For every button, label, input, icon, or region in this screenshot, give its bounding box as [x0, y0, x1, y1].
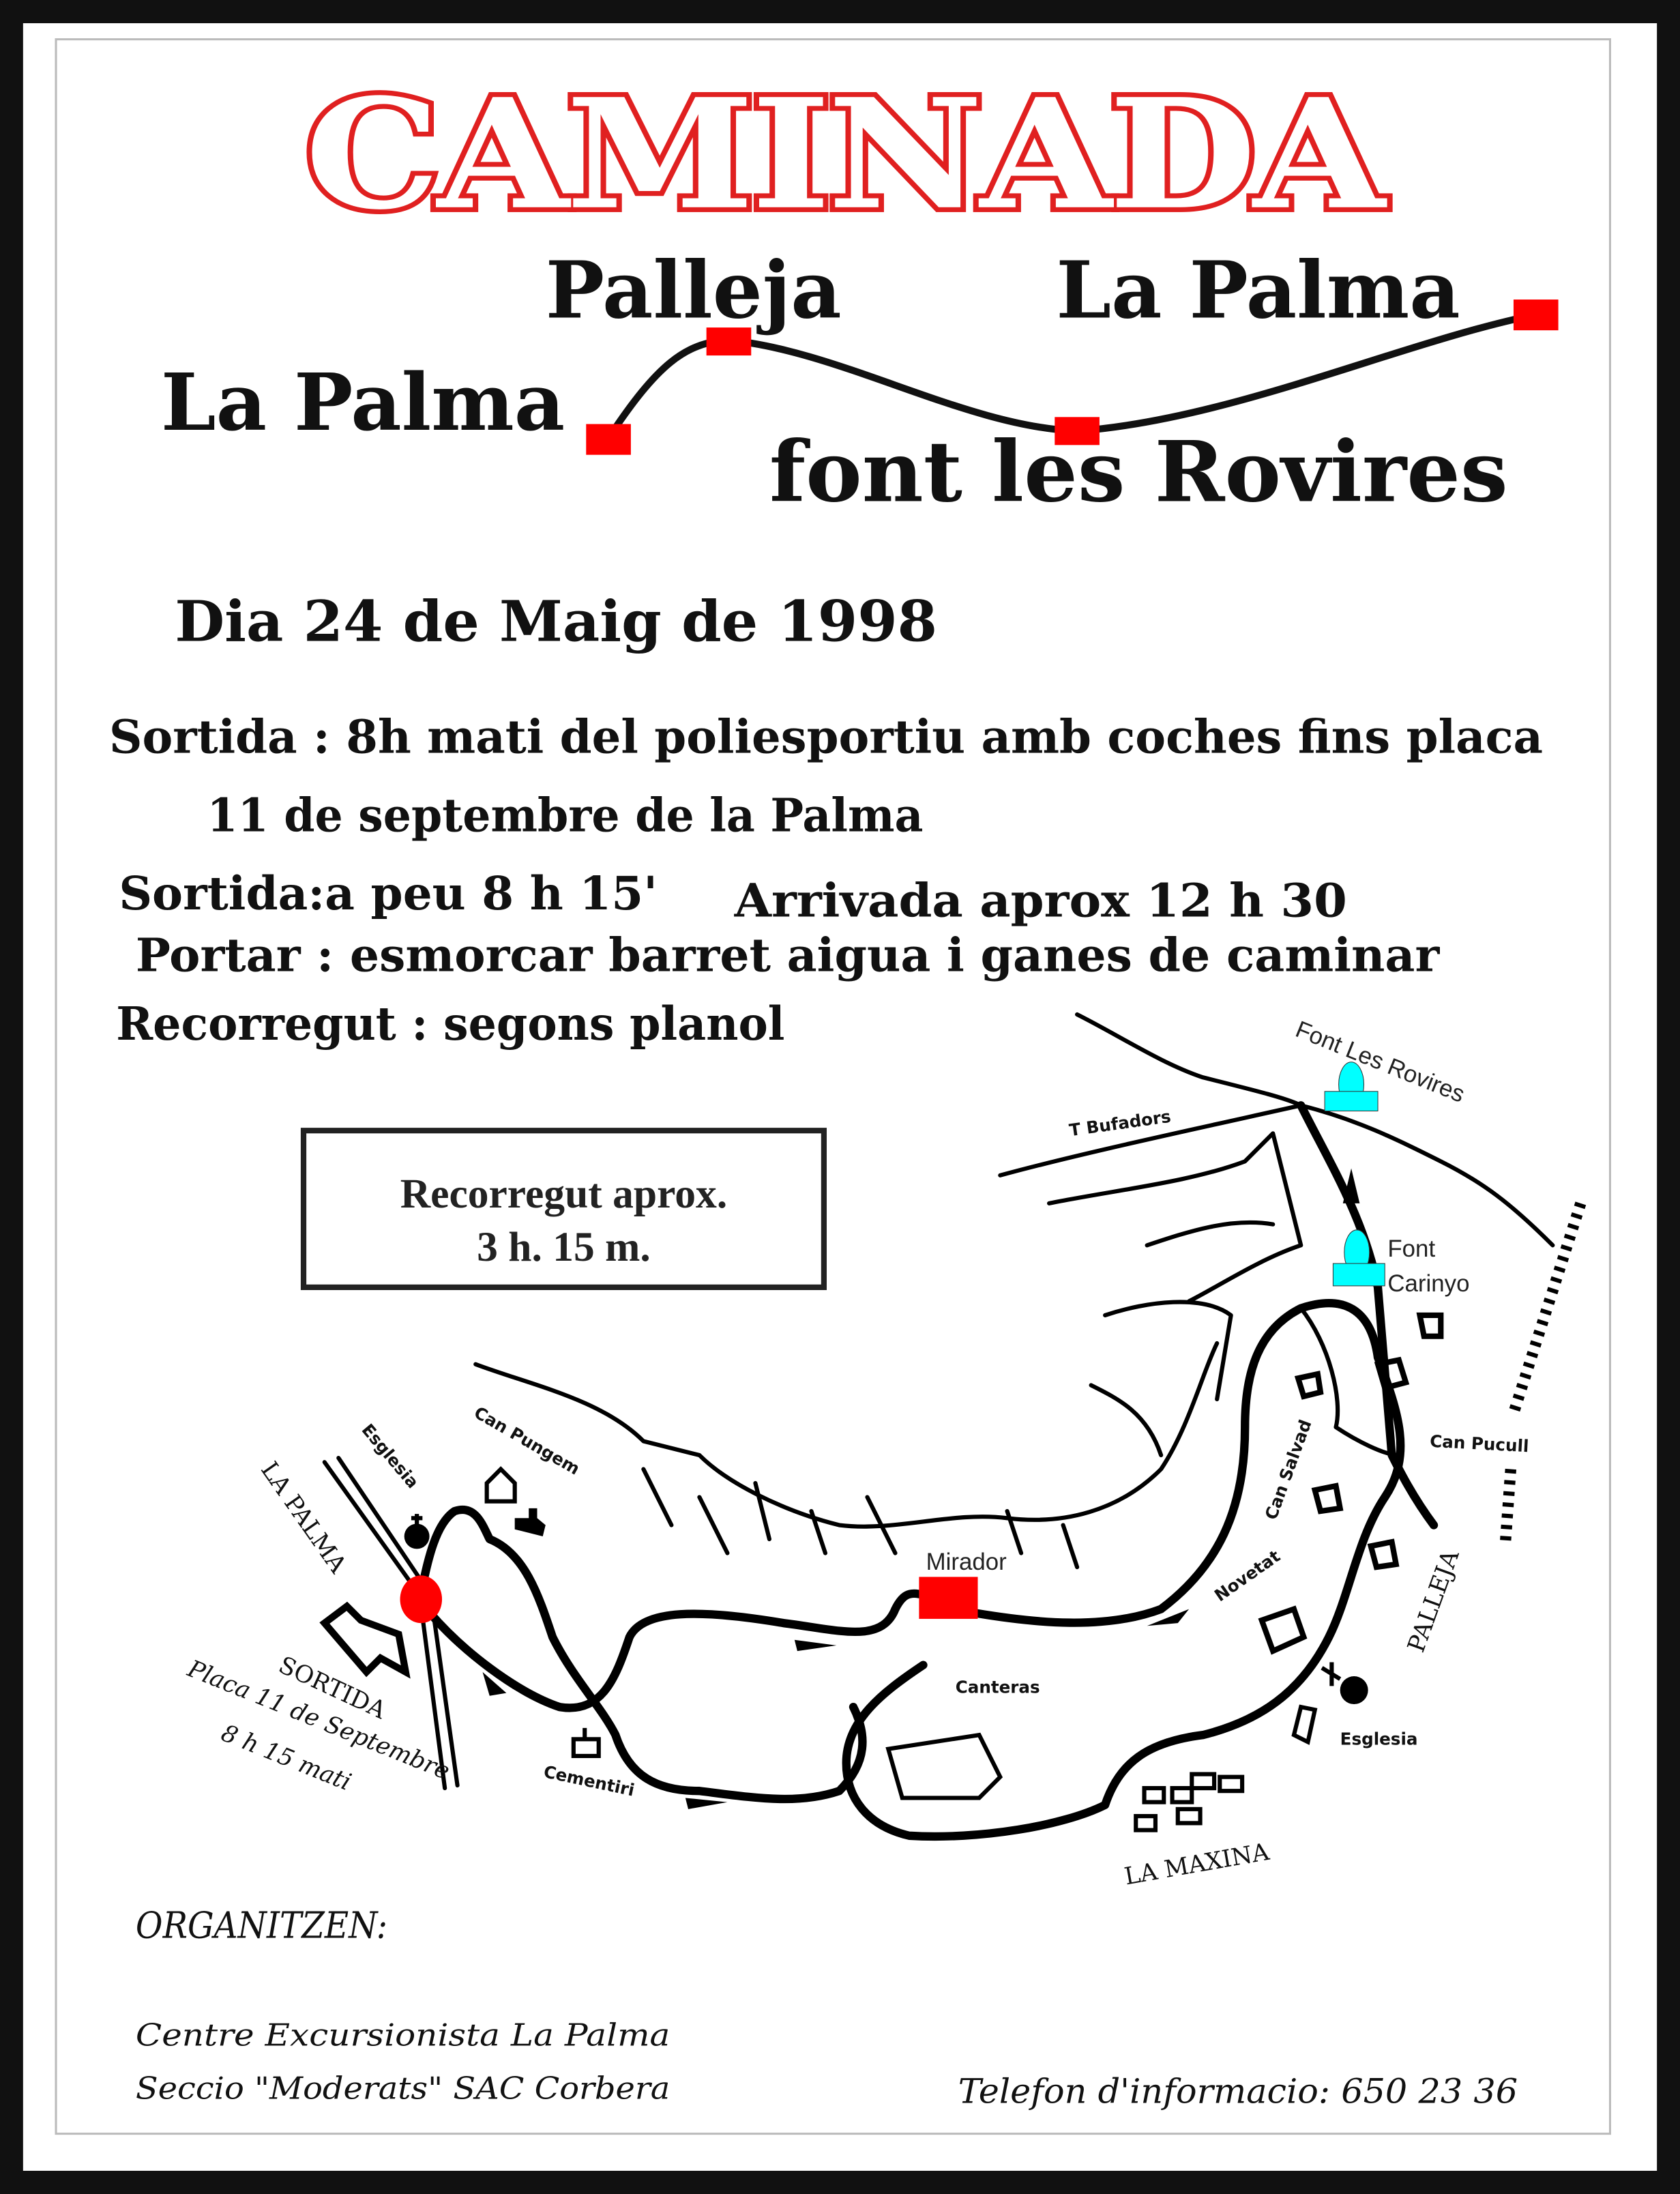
duration-box-title: Recorregut aprox.: [400, 1171, 727, 1217]
map-label-canteras: Canteras: [956, 1678, 1040, 1697]
church-icon: [1340, 1676, 1368, 1705]
direction-arrow-icon: [1147, 1609, 1190, 1626]
departure-line-2: 11 de septembre de la Palma: [207, 787, 924, 842]
terrain-sketch-2: [1089, 1220, 1276, 1458]
organizer-2: Seccio "Moderats" SAC Corbera: [136, 2070, 670, 2106]
railway-track: [1508, 1201, 1587, 1415]
direction-arrow-icon: [482, 1671, 507, 1696]
walk-start-line: Sortida:a peu 8 h 15': [119, 866, 658, 920]
route-marker-start: [586, 424, 631, 455]
cemetery-icon: [571, 1727, 601, 1758]
map-label-font-rovires: Font Les Rovires: [1292, 1016, 1469, 1108]
map-label-mirador: Mirador: [926, 1549, 1007, 1575]
walking-route-south: [415, 1505, 867, 1804]
organizers-heading: ORGANITZEN:: [136, 1905, 387, 1947]
route-line: [605, 311, 1535, 440]
quarry-outline: [885, 1732, 1003, 1800]
church-cross-icon: [1321, 1662, 1342, 1686]
start-point-marker: [400, 1575, 443, 1624]
inner-frame: [55, 38, 1611, 2135]
duration-box-value: 3 h. 15 m.: [477, 1224, 651, 1270]
cliff-hatching: [641, 1467, 1080, 1570]
route-marker-palleja: [706, 327, 752, 356]
map-label-font-carinyo-1: Font: [1387, 1235, 1435, 1262]
la-maxina-houses: [1134, 1772, 1245, 1832]
route-end-label: La Palma: [1056, 245, 1460, 337]
direction-arrow-icon: [1342, 1168, 1360, 1203]
walking-route-north: [972, 1299, 1383, 1627]
event-date: Dia 24 de Maig de 1998: [175, 589, 937, 654]
fountain-icon-rovires: [1324, 1062, 1379, 1112]
direction-arrow-icon: [685, 1798, 728, 1809]
arrival-line: Arrivada aprox 12 h 30: [734, 873, 1347, 927]
route-marker-font: [1055, 417, 1100, 445]
departure-line: Sortida : 8h mati del poliesportiu amb c…: [109, 710, 1543, 764]
start-arrow-icon: [319, 1601, 411, 1679]
map-label-font-carinyo-2: Carinyo: [1387, 1270, 1469, 1297]
walking-route-font: [1297, 1101, 1439, 1530]
route-start-label: La Palma: [161, 357, 565, 449]
side-path: [1299, 1306, 1401, 1458]
map-label-can-salvad: Can Salvad: [1261, 1417, 1316, 1522]
map-label-can-pucull: Can Pucull: [1430, 1431, 1530, 1457]
map-label-bufadors: T Bufadors: [1068, 1107, 1173, 1141]
map-label-can-pungem: Can Pungem: [471, 1403, 583, 1479]
terrain-sketch: [1047, 1131, 1303, 1304]
building-icon: [1291, 1704, 1318, 1745]
map-label-cementiri: Cementiri: [542, 1761, 636, 1800]
route-stop1-label: Palleja: [546, 245, 842, 337]
bufadors-ridge: [998, 1103, 1303, 1178]
village-houses: [1258, 1312, 1444, 1655]
church-icon: [404, 1523, 430, 1549]
route-marker-end: [1513, 299, 1559, 331]
map-label-palleja: PALLEJA: [1403, 1546, 1465, 1656]
house-icon: [484, 1466, 517, 1504]
map-label-novetat: Novetat: [1211, 1546, 1284, 1605]
direction-arrow-icon: [794, 1639, 837, 1652]
route-stop2-label: font les Rovires: [769, 422, 1508, 521]
poster-title: CAMINADA: [305, 66, 1387, 244]
map-label-esglesia-left: Esglesia: [358, 1420, 423, 1492]
church-cross-icon: [411, 1514, 423, 1525]
info-phone: Telefon d'informacio: 650 23 36: [958, 2072, 1518, 2111]
route-line-text: Recorregut : segons planol: [116, 996, 784, 1051]
bring-line: Portar : esmorcar barret aigua i ganes d…: [136, 927, 1441, 982]
mirador-marker: [919, 1577, 978, 1619]
railway-track-2: [1499, 1468, 1517, 1547]
cliff-edge: [473, 1341, 1220, 1529]
map-label-la-palma: LA PALMA: [255, 1457, 352, 1579]
walking-route-east: [842, 1353, 1405, 1841]
map-label-esglesia-right: Esglesia: [1340, 1729, 1418, 1749]
building-icon: [514, 1508, 546, 1536]
map-label-la-maxina: LA MAXINA: [1123, 1839, 1272, 1891]
duration-box: [300, 1128, 827, 1291]
fountain-icon-carinyo: [1332, 1229, 1385, 1287]
organizer-1: Centre Excursionista La Palma: [136, 2017, 670, 2053]
walking-route-west: [422, 1589, 928, 1712]
